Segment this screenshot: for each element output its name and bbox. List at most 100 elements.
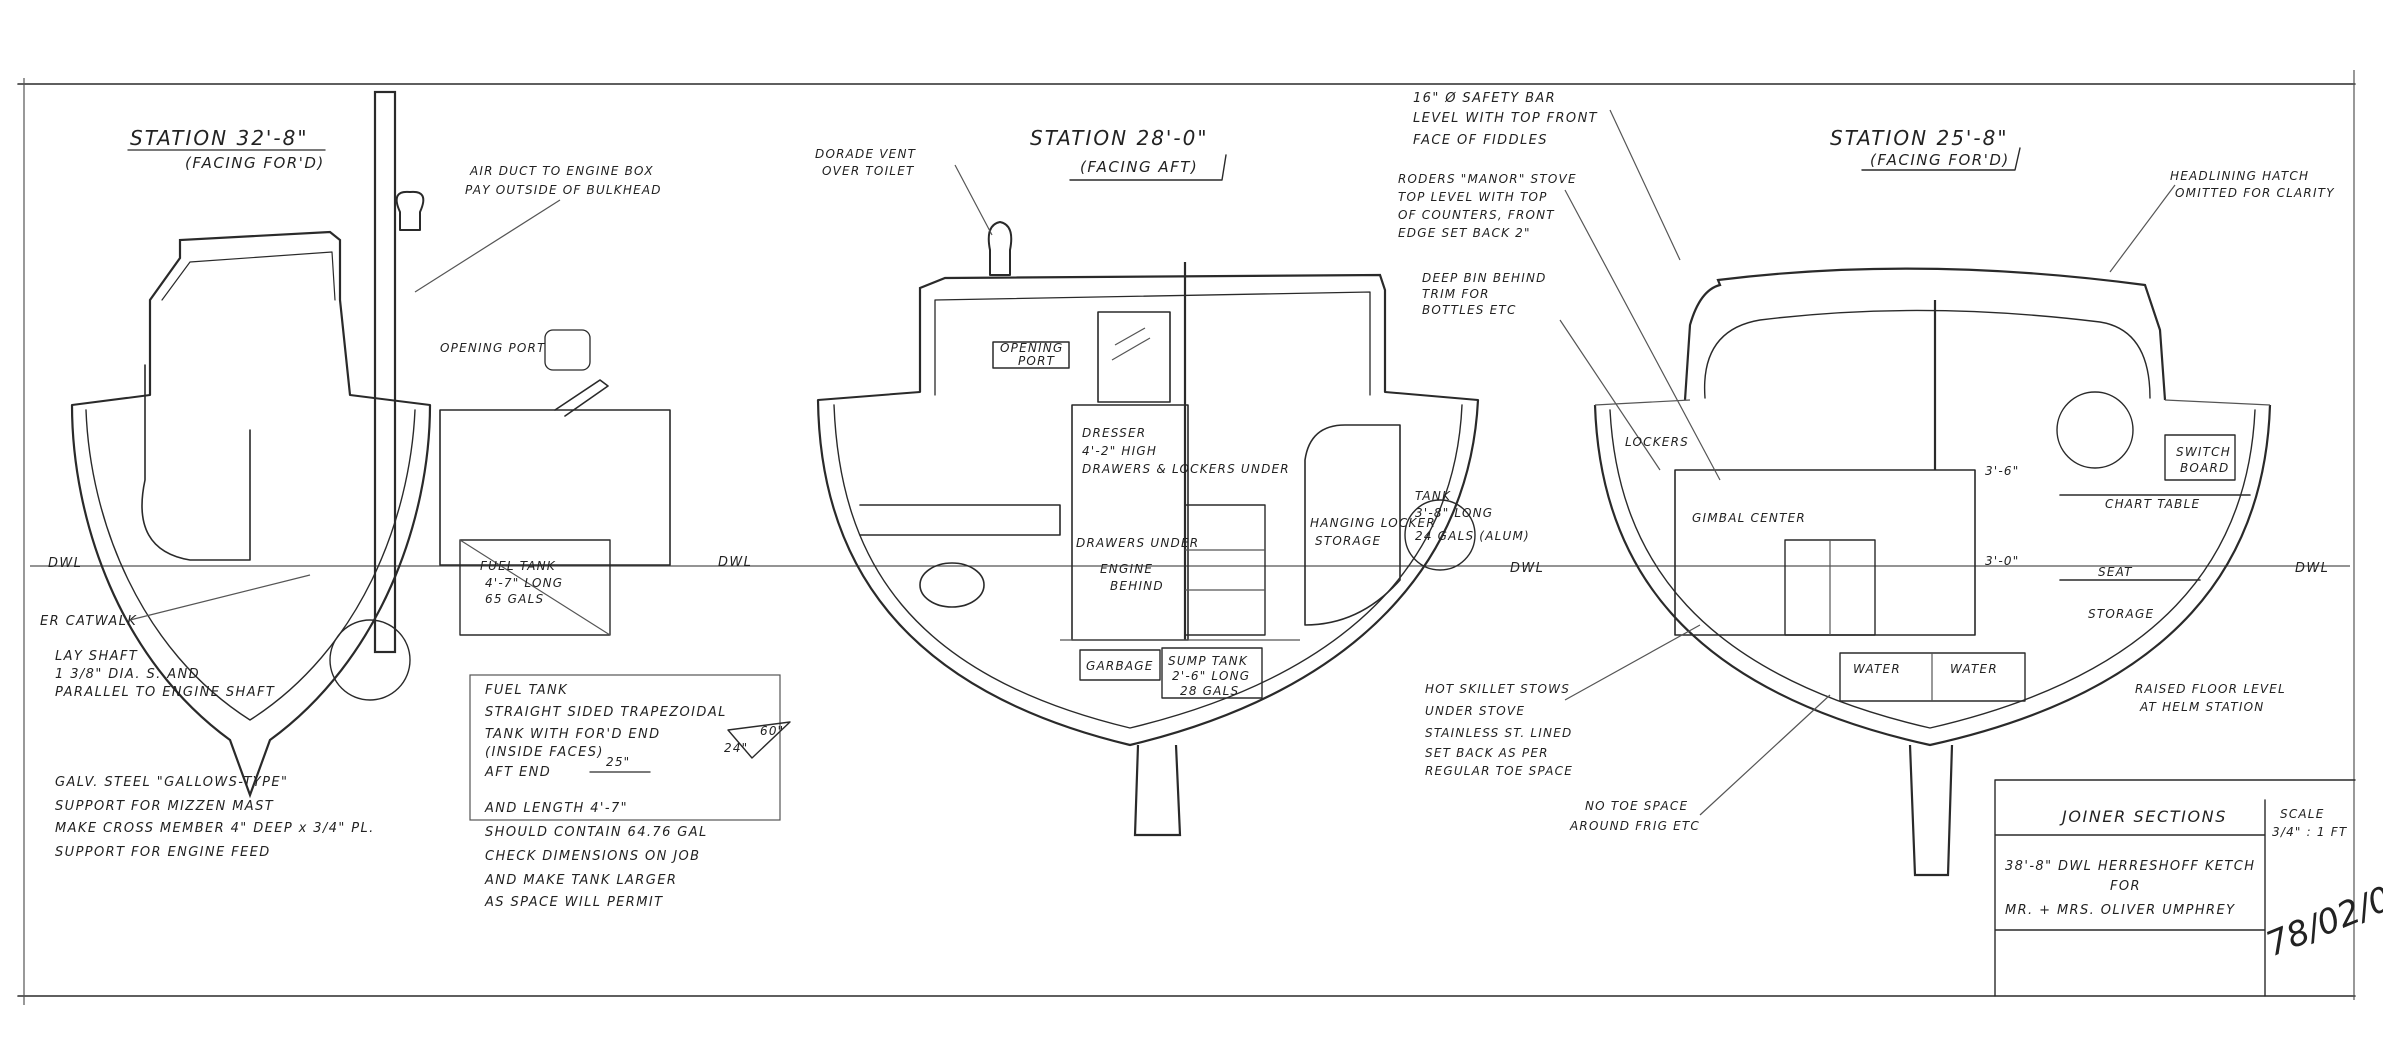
note-dim-3-6: 3'-6"	[1985, 464, 2019, 478]
note-safety-bar-3: FACE OF FIDDLES	[1413, 133, 1548, 148]
note-water-tank-3: 24 GALS (ALUM)	[1415, 529, 1530, 543]
note-lay-shaft-1: LAY SHAFT	[55, 649, 138, 664]
section-3-hull-inner	[1609, 409, 2256, 729]
note-switch-1: SWITCH	[2176, 445, 2231, 459]
section-3-sheer-stbd	[2164, 399, 2271, 406]
note-opening-port: OPENING PORT	[440, 341, 546, 355]
section-1-vent	[395, 190, 425, 231]
section-2-water-tank	[1404, 499, 1476, 571]
fuel-block-4: (INSIDE FACES)	[485, 745, 604, 760]
section-1-opening-port	[544, 329, 591, 371]
section-2-dresser	[1071, 404, 1189, 641]
note-stove-1: RODERS "MANOR" STOVE	[1398, 172, 1577, 186]
note-raised-floor-2: AT HELM STATION	[2139, 700, 2264, 714]
note-engine-behind-2: BEHIND	[1110, 579, 1164, 593]
note-hatch-1: HEADLINING HATCH	[2170, 169, 2309, 183]
section-1-hull-inner	[85, 409, 416, 721]
note-safety-bar-2: LEVEL WITH TOP FRONT	[1413, 111, 1598, 126]
note-dresser-1: DRESSER	[1082, 426, 1146, 440]
title-block-frame	[1994, 779, 2356, 997]
note-hot-skillet-4: SET BACK AS PER	[1425, 746, 1549, 760]
note-garbage: GARBAGE	[1086, 659, 1154, 673]
note-sump-3: 28 GALS	[1180, 684, 1239, 698]
section-1-hull	[70, 404, 432, 799]
title-block-for: FOR	[2110, 879, 2141, 894]
note-lay-shaft-2: 1 3/8" DIA. S. AND	[55, 667, 200, 682]
title-block-scale-value: 3/4" : 1 FT	[2272, 825, 2348, 839]
fuel-block-8: CHECK DIMENSIONS ON JOB	[485, 849, 701, 864]
note-gallows-3: MAKE CROSS MEMBER 4" DEEP x 3/4" PL.	[55, 821, 375, 836]
fuel-dim-24: 24"	[724, 741, 748, 755]
title-block-description: 38'-8" DWL HERRESHOFF KETCH	[2005, 859, 2255, 874]
fuel-tank-note-frame	[469, 674, 781, 821]
note-dresser-2: 4'-2" HIGH	[1082, 444, 1157, 458]
fuel-block-10: AS SPACE WILL PERMIT	[484, 895, 663, 910]
note-raised-floor-1: RAISED FLOOR LEVEL	[2135, 682, 2286, 696]
section-3-switch-board	[2164, 434, 2236, 481]
section-1-engine-box	[439, 409, 671, 566]
section-1-port-settee	[141, 364, 251, 561]
section-1-sheer-port	[71, 394, 151, 406]
note-deep-bin-2: TRIM FOR	[1422, 287, 1490, 301]
fuel-block-7: SHOULD CONTAIN 64.76 GAL	[485, 825, 708, 840]
section-1-deckhouse	[148, 230, 352, 396]
section-2-toilet	[919, 562, 985, 608]
note-toe-space-2: AROUND FRIG ETC	[1569, 819, 1700, 833]
note-sump-1: SUMP TANK	[1168, 654, 1248, 668]
section-3-cabin-top	[1683, 267, 2167, 401]
note-deep-bin-3: BOTTLES ETC	[1422, 303, 1517, 317]
note-lockers: LOCKERS	[1625, 435, 1689, 449]
section-2-keel	[1133, 744, 1182, 837]
fuel-dim-60: 60"	[760, 724, 784, 738]
section-1-title: STATION 32'-8"	[130, 126, 309, 150]
note-stove-3: OF COUNTERS, FRONT	[1398, 208, 1555, 222]
section-3-galley	[1674, 469, 1976, 636]
leader-toe-space	[1699, 694, 1831, 816]
section-2-sump-tank	[1161, 647, 1263, 699]
section-2-garbage	[1079, 649, 1161, 681]
note-hot-skillet-5: REGULAR TOE SPACE	[1425, 764, 1573, 778]
leader-air-duct	[414, 199, 561, 293]
section-1-subtitle: (FACING FOR'D)	[185, 154, 325, 172]
note-er-catwalk: ER CATWALK	[40, 614, 137, 629]
section-2-title: STATION 28'-0"	[1030, 126, 1209, 150]
section-2-toilet-counter	[859, 504, 1061, 536]
note-storage: STORAGE	[2088, 607, 2154, 621]
note-gallows-1: GALV. STEEL "GALLOWS-TYPE"	[55, 775, 288, 790]
note-stove-2: TOP LEVEL WITH TOP	[1398, 190, 1548, 204]
note-hot-skillet-1: HOT SKILLET STOWS	[1425, 682, 1570, 696]
title-block-title: JOINER SECTIONS	[2059, 807, 2227, 826]
note-gallows-4: SUPPORT FOR ENGINE FEED	[55, 845, 271, 860]
section-station-28-0: STATION 28'-0" (FACING AFT) OPENING PORT…	[718, 126, 1544, 837]
section-1-sheer-stbd	[349, 394, 431, 406]
note-sump-2: 2'-6" LONG	[1172, 669, 1250, 683]
section-3-port-light	[2056, 391, 2134, 469]
note-seat: SEAT	[2098, 565, 2133, 579]
note-lay-shaft-3: PARALLEL TO ENGINE SHAFT	[55, 685, 275, 700]
note-hanging-1: HANGING LOCKER	[1310, 516, 1436, 530]
section-2-dorade-vent	[987, 221, 1013, 276]
note-engine-behind-1: ENGINE	[1100, 562, 1153, 576]
section-2-dwl-right: DWL	[1510, 561, 1544, 576]
note-dim-3-0: 3'-0"	[1985, 554, 2019, 568]
note-water-tank-1: TANK	[1415, 489, 1451, 503]
section-2-subtitle: (FACING AFT)	[1080, 158, 1198, 176]
section-2-hanging-locker	[1304, 424, 1401, 626]
section-station-25-8: STATION 25'-8" (FACING FOR'D) 16" Ø SAFE…	[1398, 91, 2334, 877]
note-hanging-2: STORAGE	[1315, 534, 1381, 548]
note-air-duct-2: PAY OUTSIDE OF BULKHEAD	[465, 183, 662, 197]
note-water-2: WATER	[1950, 662, 1998, 676]
note-dorade-2: OVER TOILET	[822, 164, 915, 178]
section-2-mirror-hatch-2	[1111, 337, 1151, 361]
section-3-dwl-right: DWL	[2295, 561, 2329, 576]
title-block-scale-label: SCALE	[2280, 807, 2324, 821]
leader-safety-bar	[1609, 109, 1681, 261]
section-3-subtitle-underline	[1861, 147, 2021, 171]
section-3-sheer-port	[1594, 399, 1691, 406]
section-3-keel	[1908, 744, 1954, 877]
leader-hatch	[2109, 184, 2176, 273]
note-hot-skillet-3: STAINLESS ST. LINED	[1425, 726, 1572, 740]
section-2-deckhouse-inner	[934, 291, 1371, 396]
title-block: JOINER SECTIONS SCALE 3/4" : 1 FT 38'-8"…	[1994, 779, 2383, 997]
